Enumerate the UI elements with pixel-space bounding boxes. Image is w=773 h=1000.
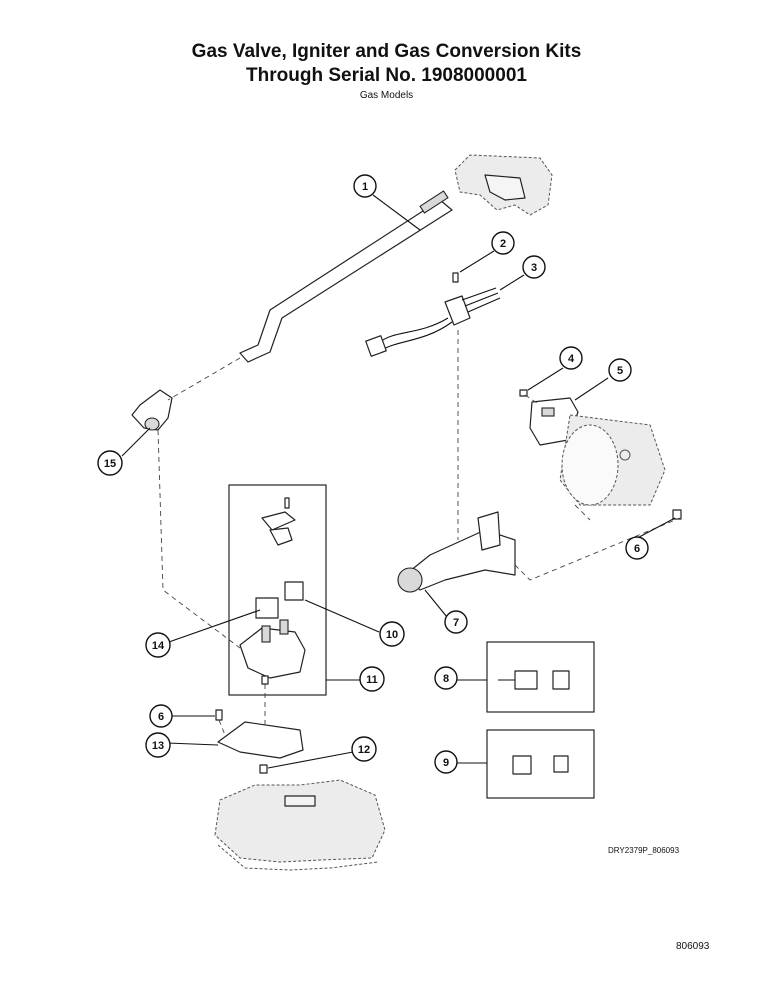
svg-text:11: 11 xyxy=(366,674,378,686)
svg-text:10: 10 xyxy=(386,629,398,641)
svg-text:3: 3 xyxy=(531,262,537,274)
cabinet-bracket-ghost xyxy=(454,154,553,216)
page-number: 806093 xyxy=(676,941,710,952)
conversion-kit-9-box xyxy=(486,729,595,799)
igniter-assembly xyxy=(365,272,501,357)
assembly-line-pipe-elbow xyxy=(167,357,241,401)
assembly-line-screw-bracket xyxy=(524,394,541,406)
pipe-elbow xyxy=(131,389,173,431)
callout-1: 1 xyxy=(353,174,377,198)
valve-bracket-parts xyxy=(261,497,296,546)
callout-5: 5 xyxy=(608,358,632,382)
valve-coil-parts xyxy=(255,581,304,619)
callout-9: 9 xyxy=(434,750,458,774)
conversion-kit-8-parts xyxy=(498,670,570,690)
valve-kit-box xyxy=(228,484,327,696)
assembly-line-burner-tube xyxy=(514,517,681,581)
bracket-assembly xyxy=(519,389,579,446)
page-title-line-2: Through Serial No. 1908000001 xyxy=(246,65,527,86)
svg-text:2: 2 xyxy=(500,238,506,250)
svg-text:7: 7 xyxy=(453,617,459,629)
callout-11: 11 xyxy=(359,666,385,692)
svg-text:6: 6 xyxy=(158,711,164,723)
callout-7: 7 xyxy=(444,610,468,634)
assembly-line-tube-bracket xyxy=(574,504,591,521)
callout-10: 10 xyxy=(379,621,405,647)
callout-14: 14 xyxy=(145,632,171,658)
callout-13: 13 xyxy=(145,732,171,758)
conversion-kit-9-parts xyxy=(512,755,569,775)
callout-6-right: 6 xyxy=(625,536,649,560)
svg-text:5: 5 xyxy=(617,365,623,377)
conversion-kit-8-box xyxy=(486,641,595,713)
svg-text:8: 8 xyxy=(443,673,449,685)
page-title-line-1: Gas Valve, Igniter and Gas Conversion Ki… xyxy=(191,41,582,62)
callout-3: 3 xyxy=(522,255,546,279)
svg-text:9: 9 xyxy=(443,757,449,769)
svg-text:6: 6 xyxy=(634,543,640,555)
valve-mounting-plate xyxy=(215,709,304,774)
svg-text:12: 12 xyxy=(358,744,370,756)
assembly-line-elbow-valve xyxy=(157,429,241,649)
callout-4: 4 xyxy=(559,346,583,370)
dryer-base-ghost xyxy=(214,779,386,871)
assembly-line-valve-plate xyxy=(218,684,266,736)
burner-tube-ghost xyxy=(559,414,666,506)
callout-8: 8 xyxy=(434,666,458,690)
svg-text:14: 14 xyxy=(152,640,165,652)
callout-12: 12 xyxy=(351,736,377,762)
svg-text:1: 1 xyxy=(362,181,368,193)
drawing-reference: DRY2379P_806093 xyxy=(608,846,680,855)
svg-text:13: 13 xyxy=(152,740,164,752)
callout-15: 15 xyxy=(97,450,123,476)
page-subtitle: Gas Models xyxy=(359,90,414,101)
callout-2: 2 xyxy=(491,231,515,255)
callout-6-left: 6 xyxy=(149,704,173,728)
gas-valve-body xyxy=(239,619,306,685)
svg-text:4: 4 xyxy=(568,353,575,365)
burner xyxy=(397,511,516,593)
svg-text:15: 15 xyxy=(104,458,116,470)
gas-pipe xyxy=(239,190,453,363)
